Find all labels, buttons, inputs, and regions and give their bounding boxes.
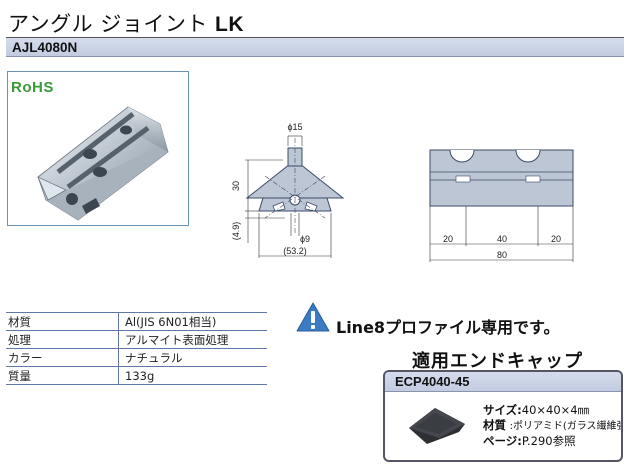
end-cap-box: ECP4040-45 サイズ:40×40×4㎜ 材質 :ポリアミド(ガラス繊維強… (383, 370, 623, 462)
notice-text: Line8プロファイル専用です。 (336, 318, 560, 337)
front-view-drawing: ϕ15 30 (4.9) ϕ9 (53.2) (231, 122, 345, 258)
dim-lower: (4.9) (231, 222, 241, 241)
table-row: カラー ナチュラル (6, 348, 267, 367)
spec-label: 処理 (6, 330, 119, 349)
end-cap-info: サイズ:40×40×4㎜ 材質 :ポリアミド(ガラス繊維強化) ページ:P.29… (483, 403, 621, 449)
dim-width: (53.2) (283, 246, 307, 256)
end-cap-material: 材質 :ポリアミド(ガラス繊維強化) (483, 418, 621, 434)
title-text: アングル ジョイント (8, 12, 208, 36)
dim-total: 80 (497, 250, 507, 260)
product-photo (37, 106, 169, 221)
dim-dia-top: ϕ15 (287, 122, 302, 132)
page-label: ページ: (483, 434, 522, 448)
end-cap-model: ECP4040-45 (385, 372, 621, 392)
page-value: P.290参照 (521, 434, 576, 448)
end-cap-page: ページ:P.290参照 (483, 434, 621, 449)
table-row: 処理 アルマイト表面処理 (6, 330, 267, 349)
material-value: :ポリアミド(ガラス繊維強化) (509, 421, 621, 432)
warning-triangle-icon (296, 302, 330, 332)
spec-value: アルマイト表面処理 (118, 330, 267, 349)
spec-label: カラー (6, 348, 119, 367)
product-photo-frame (7, 71, 189, 226)
title-divider (6, 37, 624, 38)
model-bar (6, 38, 624, 57)
size-label: サイズ: (483, 403, 522, 417)
material-label: 材質 (483, 418, 506, 432)
side-view-drawing: 20 40 20 80 (429, 149, 574, 262)
page-title: アングル ジョイント LK (8, 8, 244, 38)
dim-seg1: 20 (443, 234, 453, 244)
model-code: AJL4080N (12, 40, 78, 55)
size-value: 40×40×4㎜ (521, 403, 590, 417)
spec-value: 133g (118, 366, 267, 385)
spec-value: Al(JIS 6N01相当) (118, 312, 267, 331)
end-cap-image (409, 408, 465, 444)
dim-dia-bottom: ϕ9 (300, 234, 310, 244)
spec-label: 質量 (6, 366, 119, 385)
dim-seg3: 20 (551, 234, 561, 244)
spec-label: 材質 (6, 312, 119, 331)
end-cap-size: サイズ:40×40×4㎜ (483, 403, 621, 418)
title-suffix: LK (215, 13, 245, 36)
spec-value: ナチュラル (118, 348, 267, 367)
dim-height: 30 (231, 181, 241, 191)
table-row: 材質 Al(JIS 6N01相当) (6, 312, 267, 331)
rohs-badge: RoHS (11, 79, 54, 96)
table-row: 質量 133g (6, 366, 267, 385)
end-cap-heading: 適用エンドキャップ (412, 351, 583, 372)
dim-seg2: 40 (497, 234, 507, 244)
spec-table: 材質 Al(JIS 6N01相当) 処理 アルマイト表面処理 カラー ナチュラル… (6, 312, 267, 385)
